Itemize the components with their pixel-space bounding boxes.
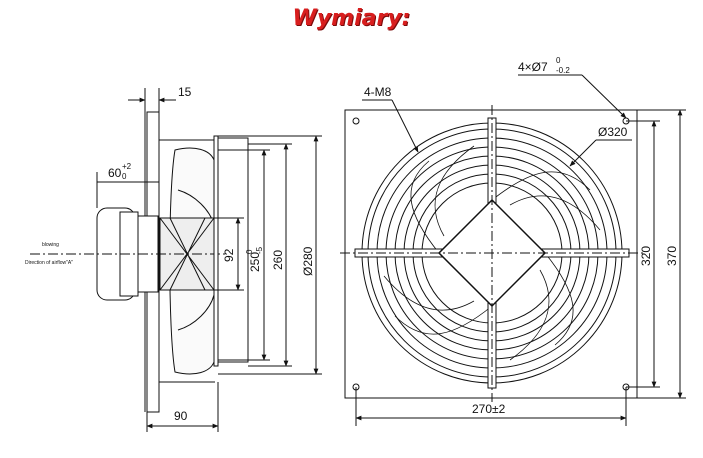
label-holes: 4×Ø7 [518,60,548,74]
dim-250: 250 [248,252,262,272]
label-d320: Ø320 [598,125,628,139]
dim-90: 90 [174,409,188,423]
dim-260: 260 [271,250,285,270]
dim-320: 320 [639,246,653,266]
dim-250-tol-up: 0 [245,249,254,254]
page-title: Wymiary: [292,6,411,31]
dim-370: 370 [665,246,679,266]
dim-270: 270±2 [472,402,506,416]
dim-60-tol-dn: 0 [122,172,127,181]
label-blowing: blowing [42,242,59,248]
label-4m8: 4-M8 [364,85,392,99]
label-holes-tol-up: 0 [556,56,561,65]
dim-280: Ø280 [301,246,315,276]
dim-60: 60 [108,166,122,180]
front-view [340,74,686,426]
blade-curves [383,145,601,361]
dim-92: 92 [222,248,236,262]
label-direction: Direction of airflow"A" [25,260,73,266]
support-arm [159,139,215,383]
dim-250-tol-dn: -5 [255,246,264,254]
dim-15: 15 [178,85,192,99]
dim-60-tol-up: +2 [122,162,132,171]
side-view [30,88,322,432]
label-holes-tol-dn: -0.2 [556,66,570,75]
corner-hole [352,117,360,125]
